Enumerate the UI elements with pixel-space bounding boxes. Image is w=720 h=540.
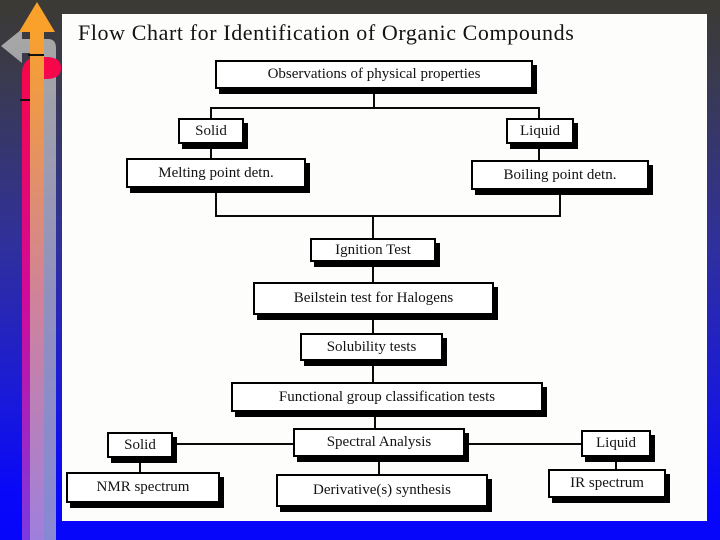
node-label: Solubility tests: [326, 338, 417, 355]
connector: [372, 262, 374, 282]
connector: [210, 107, 540, 109]
connector: [373, 89, 375, 107]
node-solid-top: Solid: [178, 118, 244, 144]
node-boiling-point: Boiling point detn.: [471, 160, 649, 190]
connector: [615, 457, 617, 469]
node-derivative: Derivative(s) synthesis: [276, 474, 488, 507]
connector: [465, 443, 581, 445]
connector: [210, 107, 212, 118]
connector: [210, 144, 212, 158]
up-arrow-icon: [19, 2, 55, 540]
node-solid-bottom: Solid: [107, 432, 173, 458]
node-label: Solid: [124, 436, 156, 453]
node-melting-point: Melting point detn.: [126, 158, 306, 188]
node-spectral: Spectral Analysis: [293, 428, 465, 457]
connector: [372, 361, 374, 382]
node-liquid-top: Liquid: [506, 118, 574, 144]
slide-title: Flow Chart for Identification of Organic…: [78, 20, 575, 45]
node-solubility: Solubility tests: [300, 333, 443, 361]
node-label: Observations of physical properties: [267, 66, 481, 82]
node-label: Boiling point detn.: [503, 166, 617, 183]
node-label: Derivative(s) synthesis: [313, 482, 451, 498]
node-liquid-bottom: Liquid: [581, 430, 651, 457]
connector: [538, 144, 540, 160]
slide: Flow Chart for Identification of Organic…: [62, 14, 707, 521]
node-functional: Functional group classification tests: [231, 382, 543, 412]
node-label: Spectral Analysis: [326, 434, 432, 450]
node-label: Ignition Test: [335, 241, 411, 258]
node-label: Liquid: [596, 435, 636, 451]
connector: [374, 412, 376, 428]
node-beilstein: Beilstein test for Halogens: [253, 282, 494, 315]
connector: [372, 315, 374, 333]
connector: [559, 190, 561, 217]
node-label: Beilstein test for Halogens: [293, 290, 454, 306]
node-label: Melting point detn.: [158, 164, 274, 181]
connector: [173, 443, 293, 445]
connector: [538, 107, 540, 118]
node-label: IR spectrum: [570, 475, 644, 491]
connector: [372, 215, 374, 238]
node-label: NMR spectrum: [96, 479, 190, 495]
node-label: Functional group classification tests: [278, 388, 496, 405]
connector: [378, 457, 380, 474]
connector: [139, 458, 141, 472]
node-label: Solid: [195, 122, 227, 139]
connector: [215, 188, 217, 217]
node-nmr-spectrum: NMR spectrum: [66, 472, 220, 503]
node-ir-spectrum: IR spectrum: [548, 469, 666, 498]
slide-template-decoration: [1, 2, 61, 540]
node-observations: Observations of physical properties: [215, 60, 533, 89]
node-ignition-test: Ignition Test: [310, 238, 436, 262]
node-label: Liquid: [520, 122, 560, 139]
connector: [215, 215, 561, 217]
left-arrow-icon: [1, 29, 56, 540]
